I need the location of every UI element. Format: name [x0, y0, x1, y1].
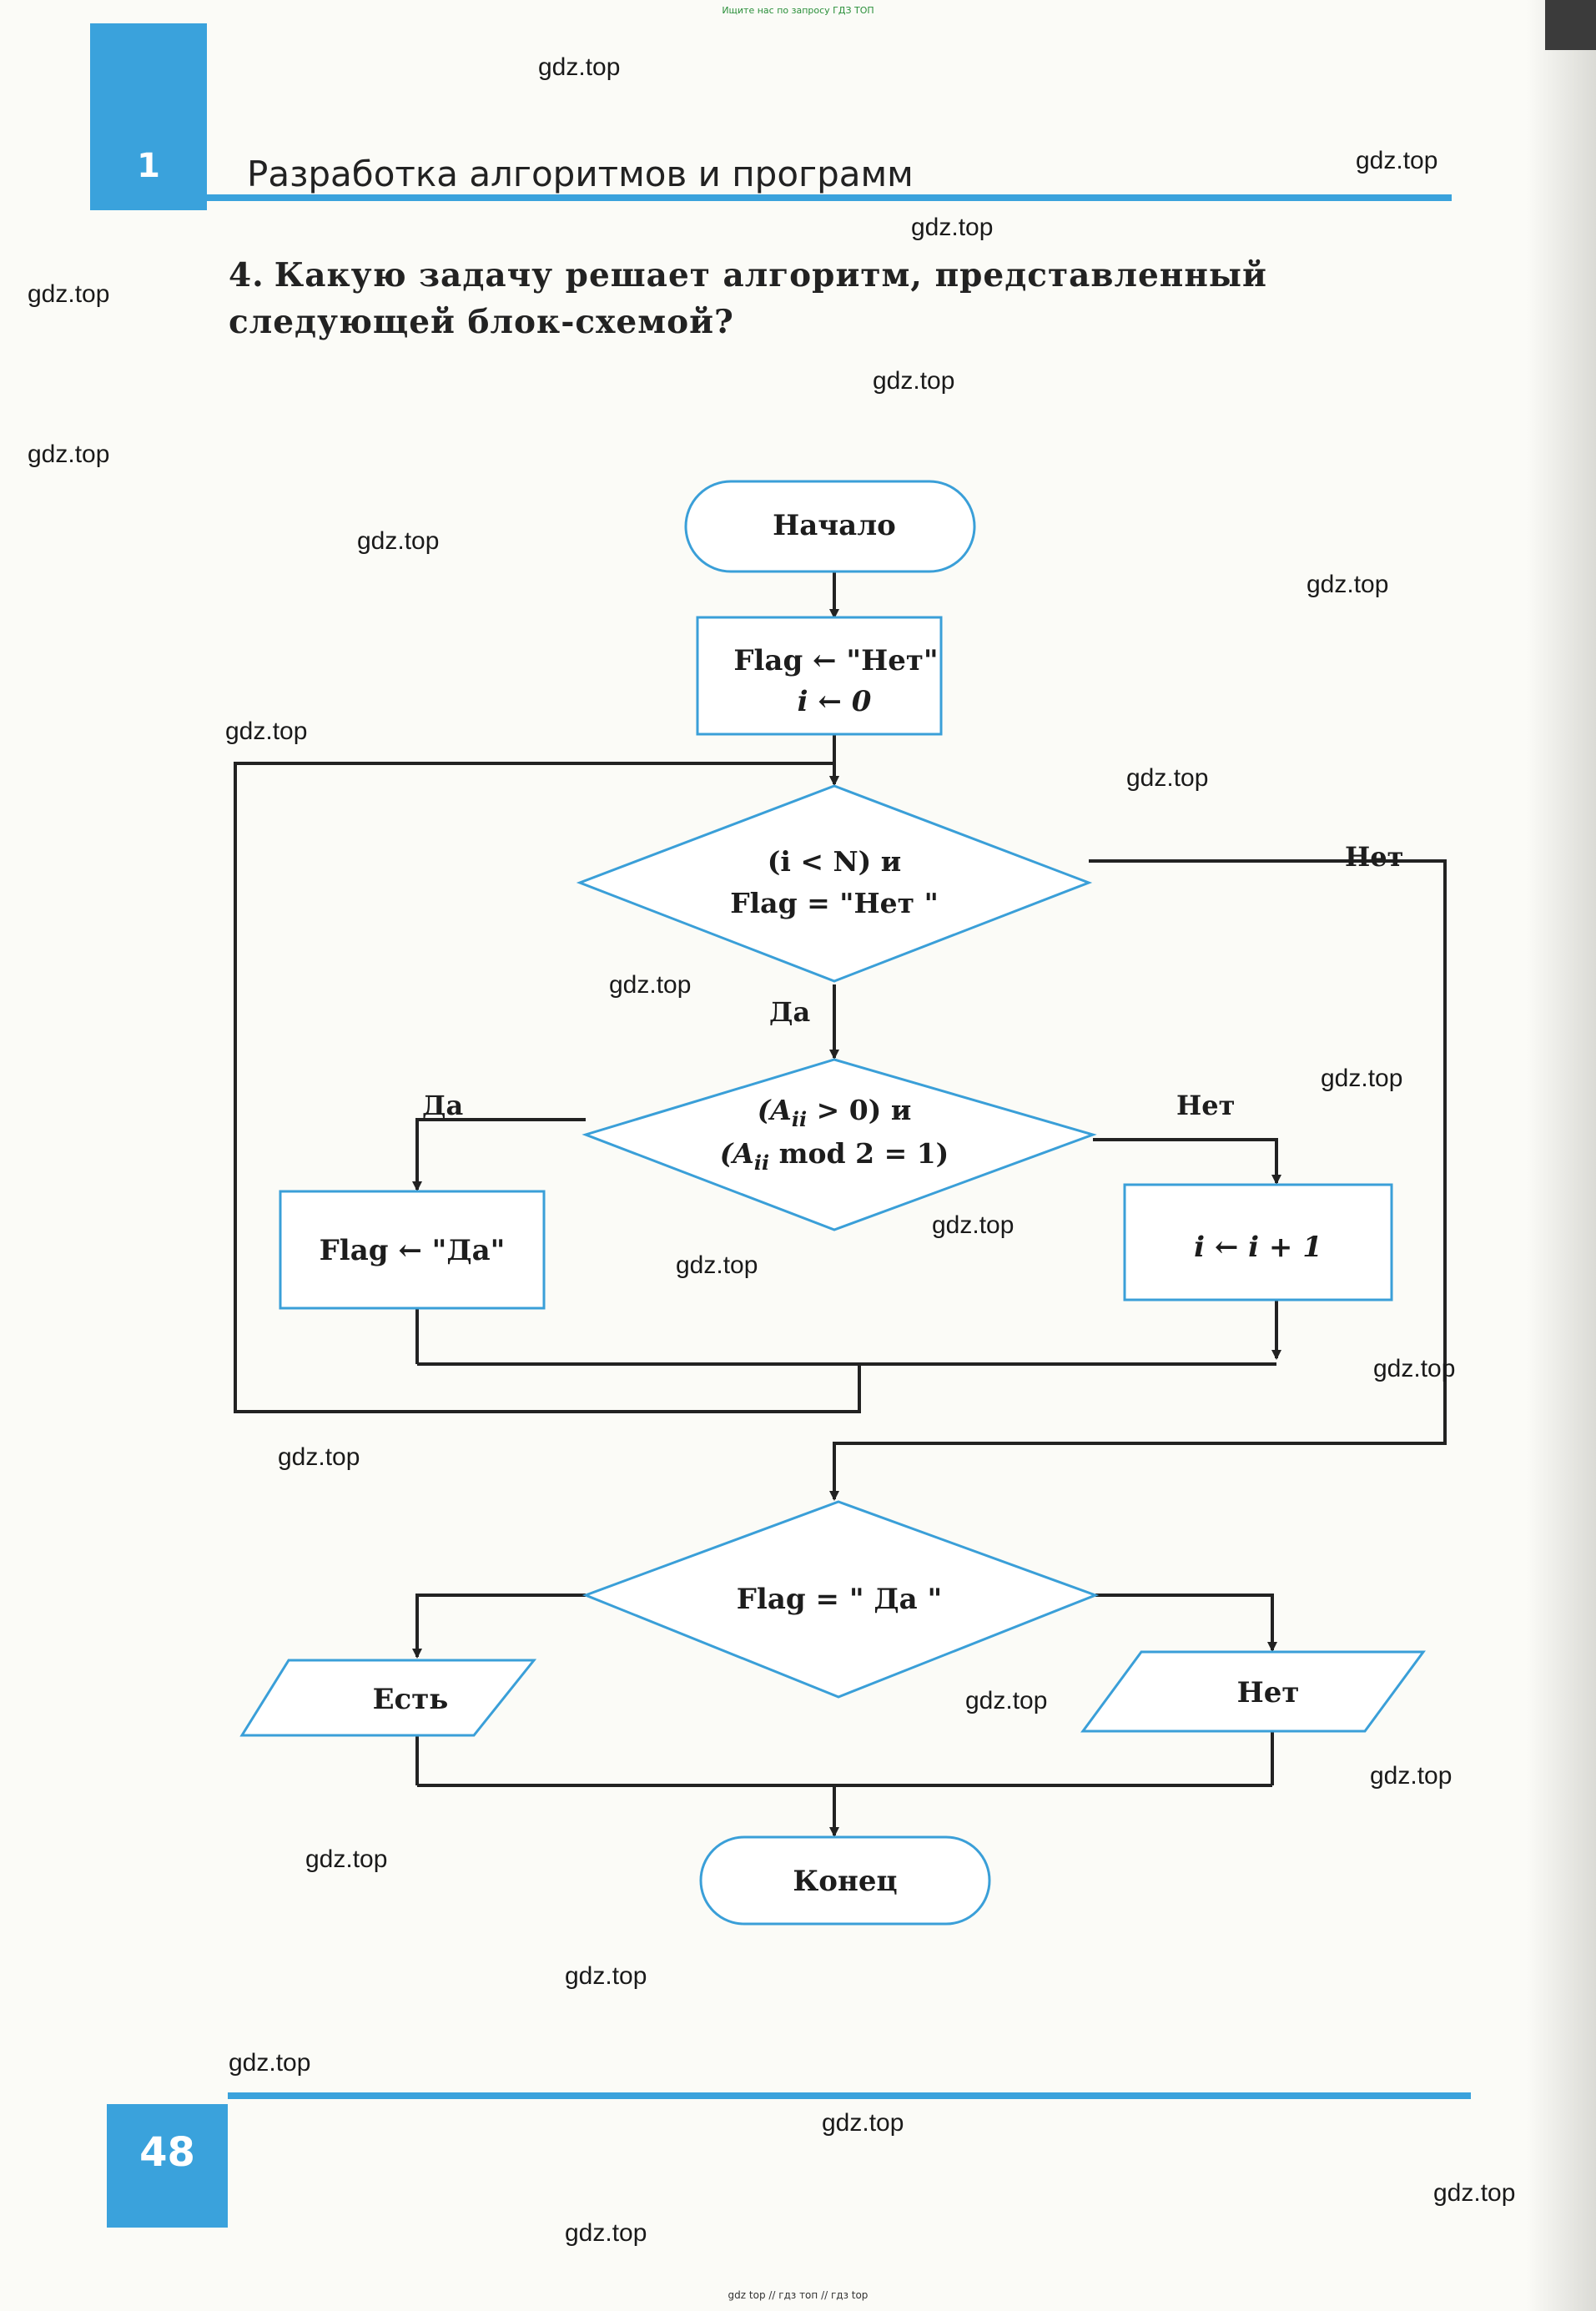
set-flag-label: Flag ← "Да" [320, 1234, 506, 1267]
page-number: 48 [139, 2129, 195, 2176]
final-cond-label: Flag = " Да " [737, 1583, 942, 1616]
watermark: gdz.top [1370, 1762, 1453, 1790]
watermark: gdz.top [357, 527, 440, 555]
end-label: Конец [793, 1865, 897, 1898]
check-line-2: (Aii mod 2 = 1) [720, 1137, 949, 1175]
top-banner: Ищите нас по запросу ГДЗ ТОП [722, 5, 874, 16]
page-tab [107, 2104, 228, 2228]
scan-corner [1545, 0, 1596, 50]
watermark: gdz.top [965, 1687, 1048, 1714]
output-yes-parallelogram [239, 1659, 537, 1737]
watermark: gdz.top [565, 2219, 647, 2247]
init-line-1: Flag ← "Нет" [733, 644, 938, 677]
element-check-decision [582, 1058, 1097, 1231]
watermark: gdz.top [225, 717, 308, 745]
task-question: 4.Какую задачу решает алгоритм, представ… [229, 252, 1453, 345]
watermark: gdz.top [278, 1443, 360, 1471]
watermark: gdz.top [1126, 764, 1209, 792]
task-text: Какую задачу решает алгоритм, представле… [229, 256, 1267, 341]
increment-label: i ← i + 1 [1194, 1231, 1322, 1264]
watermark: gdz.top [1433, 2179, 1516, 2207]
init-line-2: i ← 0 [798, 685, 872, 718]
watermark: gdz.top [873, 367, 955, 395]
watermark: gdz.top [932, 1211, 1014, 1239]
loop-condition-decision [576, 784, 1093, 983]
check-line-1: (Aii > 0) и [758, 1094, 912, 1131]
page-edge-shadow [1527, 0, 1596, 2311]
init-process-box [696, 616, 943, 736]
loop-yes-label: Да [769, 996, 810, 1028]
watermark: gdz.top [28, 280, 110, 308]
end-terminator [699, 1835, 991, 1926]
final-decision [582, 1500, 1100, 1699]
page-rule [228, 2092, 1471, 2099]
chapter-rule [207, 194, 1452, 201]
task-number: 4. [229, 256, 264, 295]
watermark: gdz.top [28, 441, 110, 468]
watermark: gdz.top [822, 2109, 904, 2137]
loop-cond-line-2: Flag = "Нет " [730, 887, 939, 919]
watermark: gdz.top [1307, 571, 1389, 598]
output-no-label: Нет [1237, 1676, 1300, 1709]
watermark: gdz.top [1373, 1355, 1456, 1382]
watermark: gdz.top [676, 1251, 758, 1279]
watermark: gdz.top [538, 53, 621, 81]
increment-box [1123, 1183, 1393, 1302]
watermark: gdz.top [609, 971, 692, 999]
chapter-number: 1 [137, 147, 160, 185]
start-terminator [684, 480, 976, 573]
watermark: gdz.top [1321, 1065, 1403, 1092]
watermark: gdz.top [565, 1962, 647, 1990]
loop-cond-line-1: (i < N) и [768, 845, 902, 878]
watermark: gdz.top [911, 214, 994, 241]
loop-no-label: Нет [1345, 841, 1403, 873]
chapter-tab [90, 23, 207, 210]
check-yes-label: Да [422, 1090, 463, 1121]
check-no-label: Нет [1176, 1090, 1235, 1121]
set-flag-box [279, 1190, 546, 1310]
watermark: gdz.top [305, 1845, 388, 1873]
watermark: gdz.top [229, 2049, 311, 2077]
bottom-banner: gdz top // гдз топ // гдз top [728, 2289, 868, 2301]
watermark: gdz.top [1356, 147, 1438, 174]
output-yes-label: Есть [373, 1683, 449, 1716]
output-no-parallelogram [1080, 1650, 1426, 1733]
flow-connectors [234, 571, 1447, 1837]
chapter-title: Разработка алгоритмов и программ [247, 154, 914, 194]
start-label: Начало [773, 509, 896, 542]
